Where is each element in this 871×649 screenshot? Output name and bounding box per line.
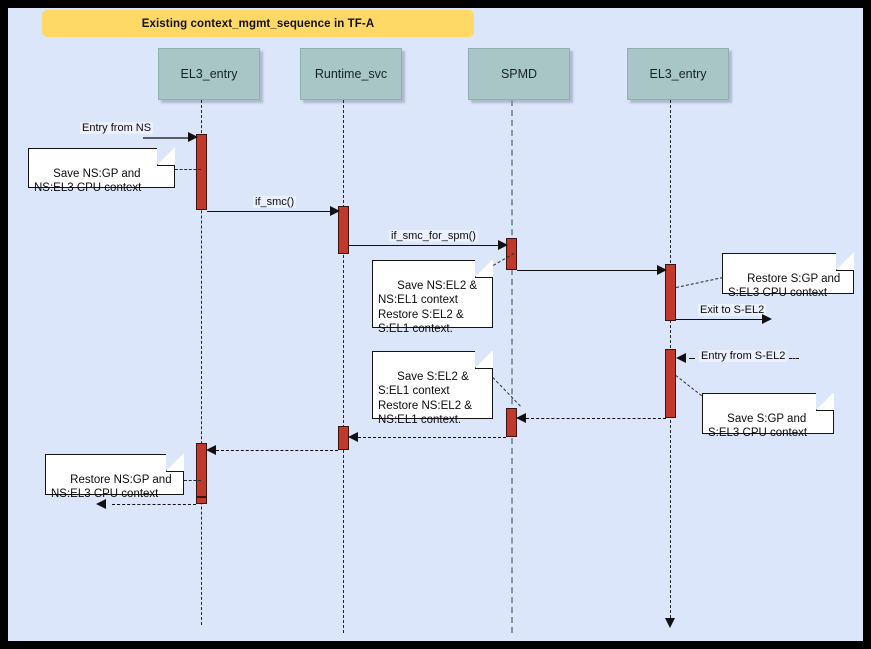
arrowhead-icon-runtime-svc-to-el3-left: [206, 445, 216, 455]
lifeline-spmd: [511, 100, 513, 633]
arrowhead-icon-if-smc-for-spm: [498, 240, 508, 250]
lifeline-head-runtime-svc[interactable]: Runtime_svc: [300, 48, 402, 100]
message-line-if-smc-for-spm: [349, 245, 503, 246]
lifeline-label: SPMD: [500, 67, 538, 81]
message-line-el3-right-to-spmd: [526, 418, 666, 419]
message-line-entry-from-s-el2-a: [689, 358, 695, 359]
activation-bar-el3-entry-left-1: [196, 134, 207, 210]
note-text: Save S:GP and S:EL3 CPU context: [708, 412, 808, 440]
note-fold-corner-icon: [475, 350, 493, 369]
note-save-ns-el2: Save NS:EL2 & NS:EL1 context Restore S:E…: [372, 259, 493, 335]
lifeline-label: Runtime_svc: [314, 67, 388, 81]
note-connector-4: [492, 377, 521, 407]
arrowhead-icon-el3-left-exit: [96, 499, 106, 509]
message-label-entry-from-s-el2: Entry from S-EL2: [699, 350, 788, 362]
note-save-ns-gp: Save NS:GP and NS:EL3 CPU context: [28, 147, 175, 194]
note-connector-3: [676, 277, 724, 288]
note-fold-corner-icon: [816, 392, 834, 411]
note-text: Save S:EL2 & S:EL1 context Restore NS:EL…: [378, 370, 472, 427]
note-restore-s-gp: Restore S:GP and S:EL3 CPU context: [722, 252, 854, 299]
message-line-runtime-svc-to-el3-left: [216, 450, 338, 451]
note-save-s-el2: Save S:EL2 & S:EL1 context Restore NS:EL…: [372, 350, 493, 426]
note-connector-1: [175, 169, 201, 170]
lifeline-label: EL3_entry: [649, 67, 707, 81]
message-line-exit-to-s-el2: [676, 319, 766, 320]
note-connector-6: [184, 480, 201, 481]
note-text: Save NS:EL2 & NS:EL1 context Restore S:E…: [378, 279, 478, 336]
arrowhead-icon-exit-to-s-el2: [762, 314, 772, 324]
note-fold-corner-icon: [836, 252, 854, 271]
lifeline-head-el3-entry-left[interactable]: EL3_entry: [158, 48, 260, 100]
note-text: Save NS:GP and NS:EL3 CPU context: [34, 167, 142, 195]
activation-bar-el3-entry-left-2: [196, 443, 207, 497]
lifeline-head-spmd[interactable]: SPMD: [468, 48, 570, 100]
activation-bar-el3-entry-right-2: [665, 349, 676, 418]
note-fold-corner-icon: [166, 453, 184, 472]
note-text: Restore NS:GP and NS:EL3 CPU context: [51, 473, 172, 501]
message-line-el3-left-exit: [112, 504, 196, 505]
note-connector-5: [675, 375, 703, 397]
note-fold-corner-icon: [157, 147, 175, 166]
arrowhead-icon-el3-right-to-spmd: [516, 413, 526, 423]
lifeline-el3-entry-left: [201, 100, 202, 625]
arrowhead-icon-entry-from-ns: [188, 132, 198, 142]
message-label-if-smc-for-spm: if_smc_for_spm(): [389, 230, 478, 242]
note-save-s-gp: Save S:GP and S:EL3 CPU context: [702, 392, 834, 439]
arrowhead-icon-if-smc: [330, 206, 340, 216]
arrowhead-icon-entry-from-s-el2: [676, 353, 686, 363]
lifeline-runtime-svc: [343, 100, 344, 633]
message-line-entry-from-s-el2-b: [789, 358, 799, 359]
message-line-spmd-to-el3-right: [517, 270, 663, 271]
message-label-exit-to-s-el2: Exit to S-EL2: [698, 304, 767, 316]
page-title: Existing context_mgmt_sequence in TF-A: [141, 17, 375, 30]
activation-bar-runtime-svc-1: [338, 206, 349, 254]
diagram-title-banner: Existing context_mgmt_sequence in TF-A: [42, 10, 474, 37]
lifeline-end-arrow-icon: [665, 618, 675, 628]
activation-bar-el3-entry-left-3: [196, 497, 207, 504]
arrowhead-icon-spmd-to-el3-right: [657, 265, 667, 275]
note-restore-ns-gp: Restore NS:GP and NS:EL3 CPU context: [45, 453, 184, 500]
message-label-if-smc: if_smc(): [253, 196, 297, 208]
note-fold-corner-icon: [475, 259, 493, 278]
activation-bar-spmd-1: [506, 238, 517, 270]
lifeline-head-el3-entry-right[interactable]: EL3_entry: [627, 48, 729, 100]
message-line-spmd-to-runtime-svc: [358, 437, 506, 438]
note-text: Restore S:GP and S:EL3 CPU context: [728, 272, 841, 300]
message-label-entry-from-ns: Entry from NS: [80, 122, 154, 134]
message-line-entry-from-ns: [143, 137, 193, 139]
activation-bar-el3-entry-right-1: [665, 264, 676, 321]
arrowhead-icon-spmd-to-runtime-svc: [348, 432, 358, 442]
message-line-if-smc: [207, 211, 335, 212]
diagram-canvas: Existing context_mgmt_sequence in TF-A E…: [8, 8, 863, 641]
lifeline-label: EL3_entry: [180, 67, 238, 81]
